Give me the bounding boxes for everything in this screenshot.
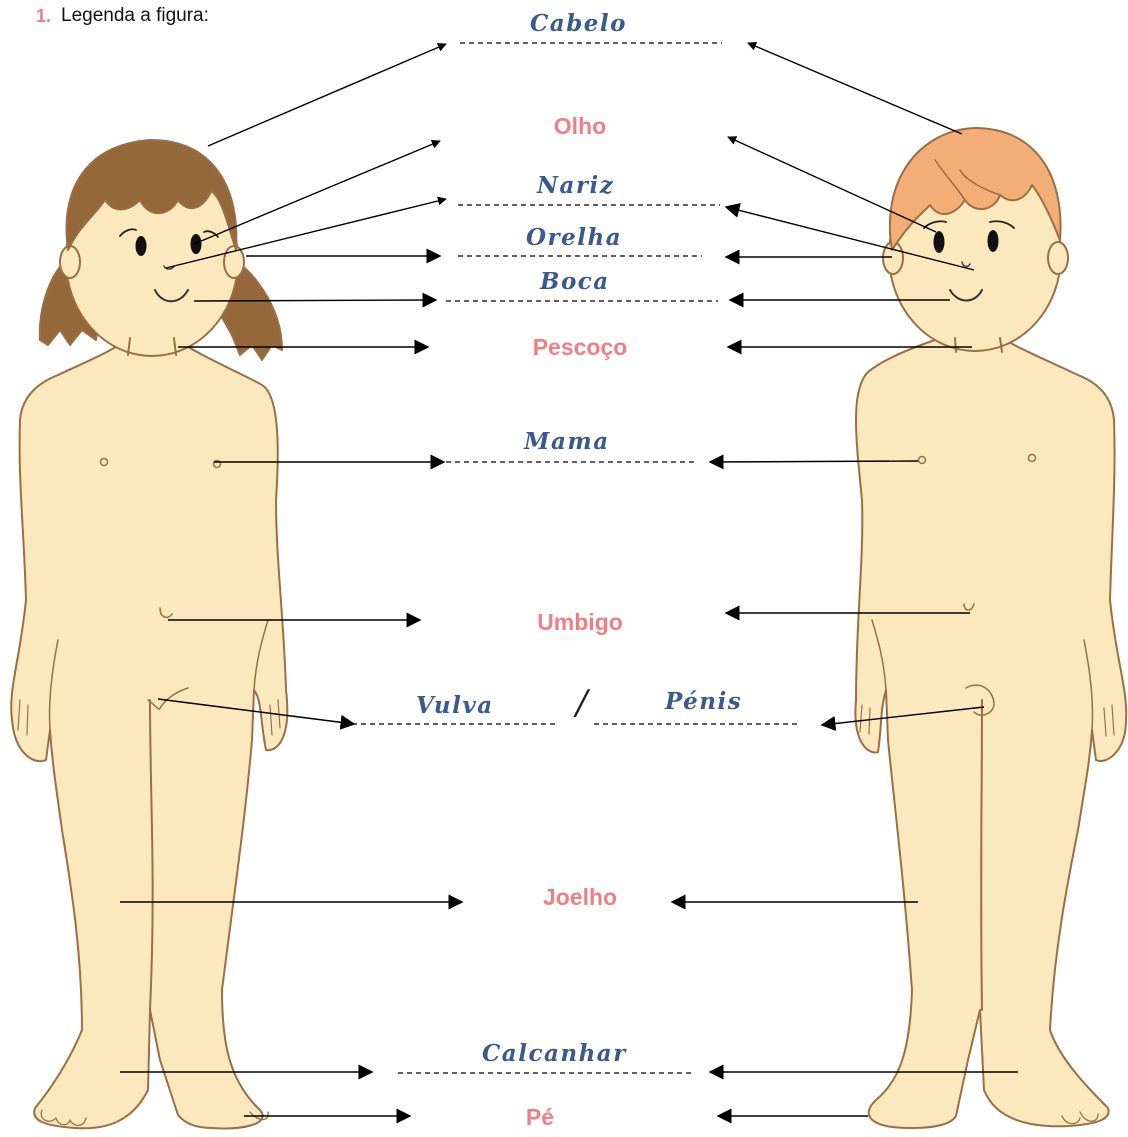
answer-cabelo: Cabelo xyxy=(530,10,627,37)
answer-vulva: Vulva xyxy=(416,692,494,719)
question-number: 1. xyxy=(36,6,51,27)
label-joelho: Joelho xyxy=(500,884,660,911)
answer-separator: / xyxy=(576,683,589,723)
boy-figure xyxy=(855,128,1126,1128)
answer-orelha: Orelha xyxy=(526,224,622,251)
label-olho: Olho xyxy=(520,113,640,140)
label-umbigo: Umbigo xyxy=(500,609,660,636)
answer-calcanhar: Calcanhar xyxy=(482,1040,627,1067)
label-pescoco: Pescoço xyxy=(500,334,660,361)
question-text: Legenda a figura: xyxy=(61,5,209,27)
answer-mama: Mama xyxy=(524,428,610,455)
girl-figure xyxy=(11,140,287,1128)
answer-penis: Pénis xyxy=(665,688,742,715)
label-pe: Pé xyxy=(500,1104,580,1131)
answer-boca: Boca xyxy=(540,268,610,295)
answer-nariz: Nariz xyxy=(537,172,614,199)
